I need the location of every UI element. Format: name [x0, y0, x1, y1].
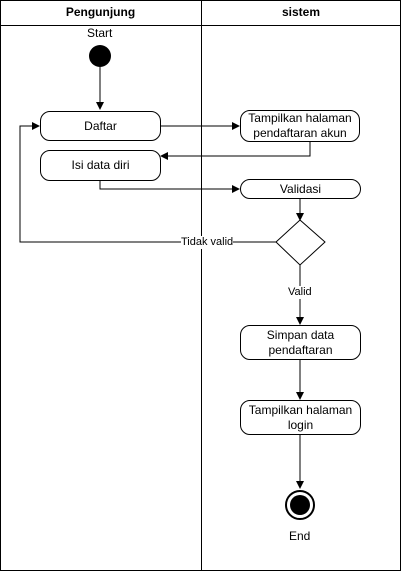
end-label: End: [289, 529, 311, 543]
start-label: Start: [87, 26, 113, 40]
edge-show-fill: [160, 142, 311, 160]
edge-label-valid: Valid: [288, 286, 312, 299]
lane-title-system: sistem: [281, 5, 321, 19]
action-validate: Validasi: [240, 179, 361, 199]
lane-title-visitor: Pengunjung: [65, 5, 136, 19]
action-save-data: Simpan data pendaftaran: [240, 325, 361, 360]
end-node-inner: [290, 495, 310, 515]
start-node: [89, 45, 111, 67]
edge-invalid: [19, 122, 276, 243]
decision-node: [275, 219, 326, 266]
edge-fill-validate: [99, 181, 240, 193]
action-show-login: Tampilkan halaman login: [240, 400, 361, 435]
action-fill-data: Isi data diri: [40, 150, 161, 181]
action-register: Daftar: [40, 111, 161, 141]
action-show-registration: Tampilkan halaman pendaftaran akun: [240, 110, 360, 142]
edge-label-invalid: Tidak valid: [181, 236, 234, 249]
